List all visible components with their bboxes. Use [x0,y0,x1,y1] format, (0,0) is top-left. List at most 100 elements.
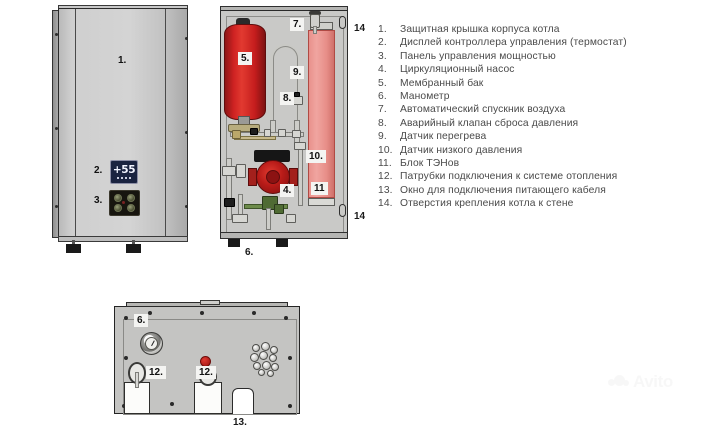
heater-feed-pipe [298,146,303,206]
legend-item-text: Блок ТЭНов [400,157,460,169]
cover-screw [55,205,58,208]
keypad-button[interactable] [114,204,123,212]
internal-view-diagram: 7. 14 5. 9. 8. 10. 11 4. 6. 14 [218,6,368,258]
wall-mount-hole-top [339,16,346,29]
callout-6-manometer-bottom: 6. [134,314,149,327]
legend-item: 2. Дисплей контроллера управления (термо… [378,37,718,48]
legend-item-number: 6. [378,90,387,102]
bottom-plate-screw [148,311,152,315]
bottom-plate-screw [284,316,288,320]
bottom-plate-screw [124,356,128,360]
legend-item-text: Защитная крышка корпуса котла [400,24,560,35]
callout-7-air-vent: 7. [290,18,305,31]
lower-fitting [286,214,296,223]
legend-item-text: Автоматический спускник воздуха [400,104,566,116]
cover-screw [185,131,188,134]
front-foot [66,244,81,253]
avito-logo-icon [608,374,630,390]
keypad-button[interactable] [126,194,135,202]
cover-screw [185,37,188,40]
cover-seam-right [165,9,166,241]
manifold-fitting [278,129,286,137]
legend-item: 4. Циркуляционный насос [378,64,718,75]
manifold-fitting [292,130,301,138]
callout-8-relief-valve: 8. [280,92,295,105]
left-valve-body [222,166,236,176]
legend-item: 14. Отверстия крепления котла к стене [378,198,718,209]
heating-element-block [308,30,335,198]
legend-item-number: 11. [378,157,392,169]
air-vent-stem [313,26,317,34]
cover-screw [185,205,188,208]
legend-item-text: Датчик низкого давления [400,144,523,156]
legend-item-text: Мембранный бак [400,77,484,89]
air-vent-cap [309,11,321,15]
legend-item-number: 2. [378,37,387,49]
legend-item: 6. Манометр [378,91,718,102]
callout-4-pump: 4. [280,184,295,197]
callout-10-low-pressure-sensor: 10. [306,150,326,163]
internal-foot [276,239,288,247]
keypad-button[interactable] [114,194,123,202]
bottom-plate-screw [288,404,292,408]
bottom-plate-screw [288,356,292,360]
cable-bundle-cluster [250,342,280,377]
front-left-side-profile [52,10,60,238]
left-valve-handle [236,164,246,178]
callout-14-mount-bottom: 14 [354,211,366,222]
legend-item-text: Отверстия крепления котла к стене [400,198,574,210]
keypad-button[interactable] [126,204,135,212]
controller-display: +55 [110,160,138,184]
pump-motor-housing [254,150,290,162]
legend-item: 9. Датчик перегрева [378,131,718,142]
bottom-plate-screw [170,402,174,406]
expansion-tank [224,24,266,120]
legend-item-text: Панель управления мощностью [400,50,556,62]
cover-screw [55,127,58,130]
legend-item-number: 4. [378,64,387,76]
manifold-fitting [264,129,271,137]
legend-item: 1. Защитная крышка корпуса котла [378,24,718,35]
heating-port-right-body [194,382,222,414]
legend-item-text: Датчик перегрева [400,131,487,143]
legend-item-number: 8. [378,117,387,129]
callout-14-mount-top: 14 [354,23,366,34]
legend-item-text: Манометр [400,90,450,102]
bottom-plate-screw [124,316,128,320]
power-control-keypad[interactable] [109,190,140,216]
avito-watermark-text: Avito [633,372,673,391]
cover-screw [55,33,58,36]
legend-item: 13. Окно для подключения питающего кабел… [378,185,718,196]
legend-item-number: 9. [378,131,387,143]
legend-item: 12. Патрубки подключения к системе отопл… [378,171,718,182]
internal-foot [228,239,240,247]
legend-item-text: Дисплей контроллера управления (термоста… [400,37,627,49]
avito-watermark: Avito [608,372,673,392]
left-riser-pipe [226,158,232,220]
callout-2-display: 2. [94,165,103,176]
legend-item-number: 13. [378,184,393,196]
front-foot-stem [72,240,75,246]
relief-valve-cap [294,92,300,97]
legend-item-text: Аварийный клапан сброса давления [400,117,579,129]
legend-item-text: Окно для подключения питающего кабеля [400,184,606,196]
legend-item-number: 5. [378,77,387,89]
left-sensor-block [224,198,235,207]
cover-seam-left [75,9,76,241]
return-fitting [274,204,284,214]
legend-item-number: 7. [378,104,387,116]
callout-11-heater-block: 11 [311,182,328,195]
expansion-tank-valve [236,18,250,26]
overheat-sensor-pipe-inner [272,46,298,122]
power-cable-window [232,388,254,414]
legend-list: 1. Защитная крышка корпуса котла 2. Дисп… [378,24,718,211]
bottom-view-diagram: 6. 12. 12. 13. [112,300,308,428]
legend-item-number: 14. [378,198,393,210]
front-foot-stem [132,240,135,246]
manifold-fitting [250,128,258,135]
callout-1-cover: 1. [118,55,127,66]
legend-item-number: 3. [378,50,387,62]
callout-9-overheat-sensor: 9. [290,66,305,79]
callout-12-port-right: 12. [196,366,216,379]
callout-13-cable-window: 13. [233,417,247,428]
